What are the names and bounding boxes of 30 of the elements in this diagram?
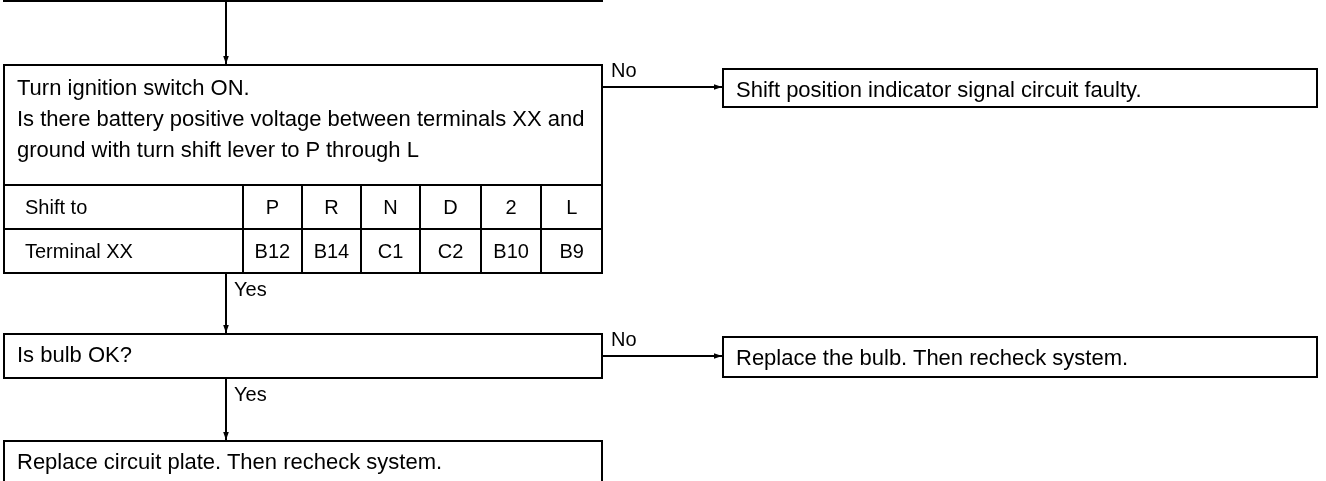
table-cell: B14 — [301, 230, 360, 272]
table-cell: 2 — [479, 186, 541, 228]
arrow — [602, 353, 723, 359]
table-cell: B10 — [479, 230, 541, 272]
arrow — [223, 273, 229, 334]
table-cell: C1 — [359, 230, 420, 272]
process-box — [3, 440, 603, 481]
table-cell: D — [419, 186, 480, 228]
table-cell-text: Terminal XX — [24, 239, 134, 264]
box-text: Turn ignition switch ON. — [16, 74, 251, 102]
table-cell: N — [359, 186, 420, 228]
table-cell: B12 — [241, 230, 302, 272]
arrow — [223, 378, 229, 441]
process-box — [722, 336, 1318, 378]
process-box — [722, 68, 1318, 108]
arrow — [223, 1, 229, 65]
table-cell: L — [540, 186, 601, 228]
box-text: Shift position indicator signal circuit faulty. — [735, 76, 1143, 104]
box-text: Replace circuit plate. Then recheck system. — [16, 448, 444, 476]
box-text: Is bulb OK? — [16, 341, 133, 369]
table-cell-text: Shift to — [24, 195, 89, 220]
box-text: Is there battery positive voltage between terminals XX and ground with turn shift lever to P through L — [16, 105, 586, 164]
table-cell: P — [241, 186, 302, 228]
decision-box — [3, 64, 603, 274]
table-cell: B9 — [540, 230, 601, 272]
box-text: Replace the bulb. Then recheck system. — [735, 344, 1130, 372]
arrow — [602, 84, 723, 90]
table-cell: R — [301, 186, 360, 228]
process-box — [3, 333, 603, 379]
table-cell: C2 — [419, 230, 480, 272]
